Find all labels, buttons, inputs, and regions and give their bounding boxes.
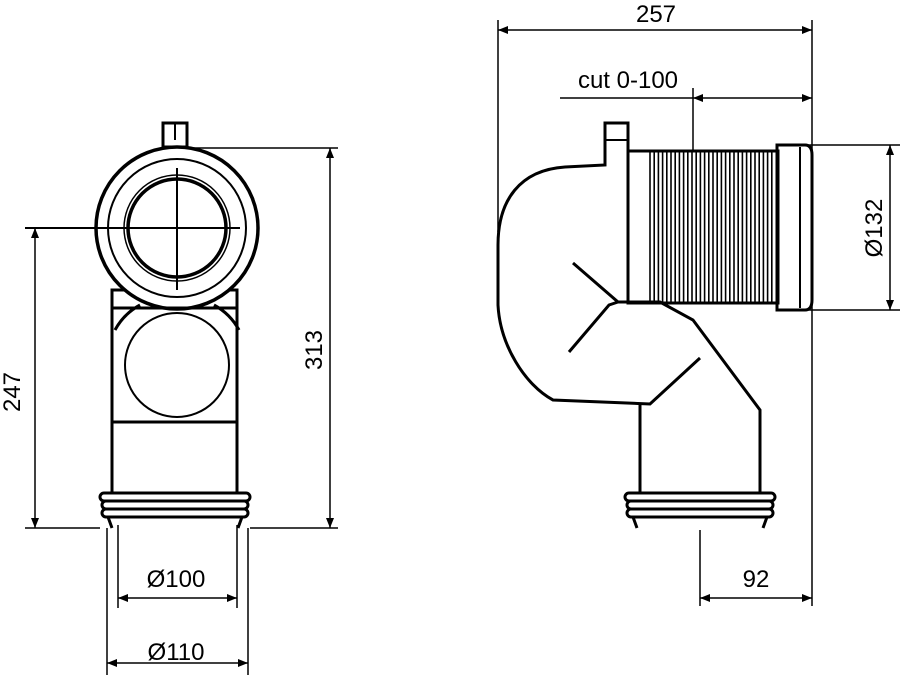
side-view: 257 cut 0-100 Ø132 92: [496, 1, 900, 606]
dim-92: 92: [743, 566, 770, 593]
dim-313: 313: [301, 330, 328, 370]
elbow-outline: [496, 121, 702, 406]
bellows-ribs: [649, 152, 773, 302]
dim-d132: Ø132: [861, 199, 888, 258]
body-outline: [110, 288, 239, 495]
dim-247: 247: [0, 372, 26, 412]
gasket: [623, 491, 777, 529]
dim-cut-range: cut 0-100: [578, 67, 678, 94]
inner-circle: [124, 312, 230, 418]
dim-d100: Ø100: [147, 566, 206, 593]
front-view: 313 247 Ø100 Ø110: [0, 121, 338, 675]
dim-257: 257: [636, 1, 676, 28]
gasket: [98, 491, 252, 529]
collar: [775, 143, 814, 312]
dim-d110: Ø110: [148, 639, 205, 666]
